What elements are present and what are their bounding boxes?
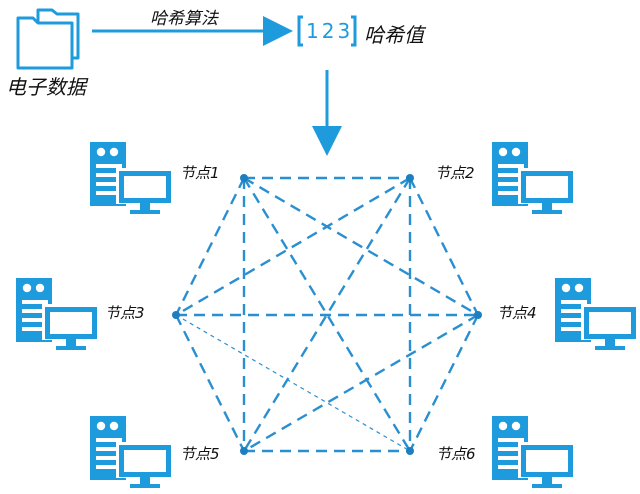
network-links — [174, 176, 480, 453]
folder-icon — [16, 8, 80, 70]
server-computer-icon-5 — [90, 416, 174, 488]
node-label-5: 节点5 — [180, 445, 220, 463]
server-computer-icon-2 — [492, 142, 576, 214]
server-computer-icon-4 — [555, 278, 639, 350]
node-points — [172, 174, 482, 455]
node-label-2: 节点2 — [435, 164, 475, 182]
hash-digits: 123 — [306, 19, 354, 43]
hash-box-icon — [297, 15, 357, 47]
node-label-1: 节点1 — [180, 164, 220, 182]
algorithm-label: 哈希算法 — [150, 9, 218, 29]
source-label: 电子数据 — [6, 75, 86, 99]
node-label-3: 节点3 — [105, 304, 145, 322]
network-link-thin — [175, 314, 411, 452]
server-computer-icon-6 — [492, 416, 576, 488]
hash-value-label: 哈希值 — [364, 23, 424, 47]
server-computer-icon-3 — [16, 278, 100, 350]
node-label-6: 节点6 — [436, 445, 476, 463]
server-computer-icon-1 — [90, 142, 174, 214]
node-label-4: 节点4 — [497, 304, 537, 322]
